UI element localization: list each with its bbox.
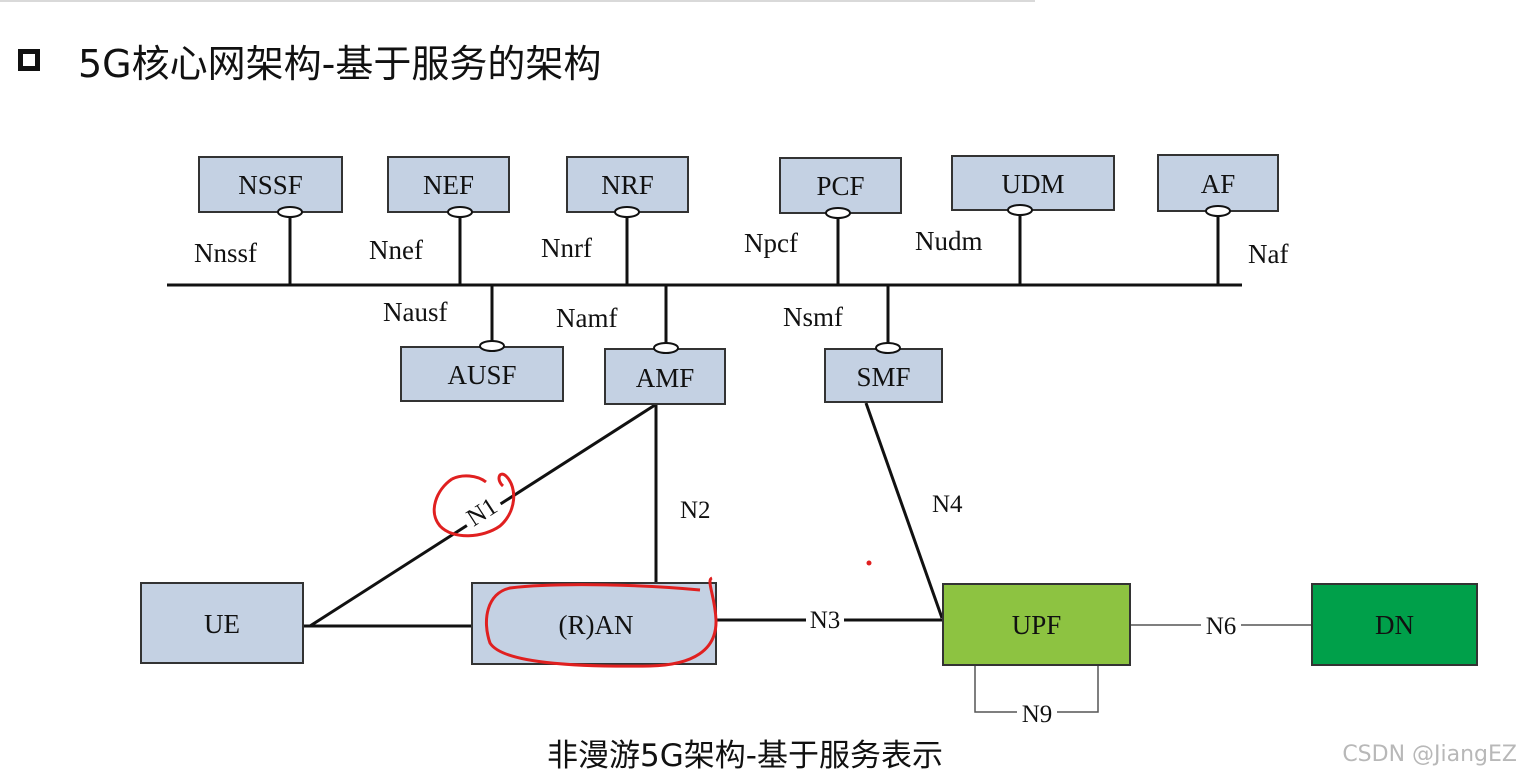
ran-label: (R)AN [559,610,634,640]
smf-box [824,348,943,403]
smf-port [875,342,901,354]
ran-box [471,582,717,665]
amf-box [604,348,726,405]
ue-label: UE [204,609,240,639]
dn-box [1311,583,1478,666]
naf-label: Naf [1248,239,1288,269]
n2-label: N2 [680,497,711,524]
n1-highlight-circle [432,472,516,538]
nausf-label: Nausf [383,297,447,327]
nnssf-label: Nnssf [194,238,257,268]
nssf-port [277,206,303,218]
n1-label-bg [457,488,507,536]
dn-label: DN [1375,610,1414,640]
n3-label-bg [806,604,844,634]
nef-box [387,156,510,213]
nnef-label: Nnef [369,235,423,265]
nrf-port [614,206,640,218]
title-row: 5G核心网架构-基于服务的架构 [18,30,601,90]
nsmf-label: Nsmf [783,302,843,332]
af-port [1205,205,1231,217]
pcf-port [825,207,851,219]
n4-label: N4 [932,491,963,518]
n4-link [864,402,944,619]
nssf-label: NSSF [238,170,303,200]
red-dot-mark [866,560,872,566]
nudm-label: Nudm [915,226,983,256]
amf-label: AMF [636,363,695,393]
upf-box [942,583,1131,666]
smf-label: SMF [856,362,910,392]
amf-port [653,342,679,354]
nnrf-label: Nnrf [541,233,592,263]
udm-box [951,155,1115,211]
ran-highlight-circle [485,576,718,668]
square-bullet-icon [18,49,40,71]
ue-box [140,582,304,664]
nef-label: NEF [423,170,474,200]
udm-label: UDM [1001,169,1064,199]
npcf-label: Npcf [744,228,798,258]
diagram-caption: 非漫游5G架构-基于服务表示 [547,738,943,774]
n6-label: N6 [1206,613,1237,640]
udm-port [1007,204,1033,216]
upf-label: UPF [1012,610,1062,640]
watermark: CSDN @JiangEZ [1342,742,1517,767]
n6-label-bg [1201,610,1241,640]
af-label: AF [1201,169,1236,199]
ausf-port [479,340,505,352]
top-divider [0,0,1035,2]
n9-label: N9 [1022,701,1053,728]
n3-label: N3 [810,607,841,634]
ausf-label: AUSF [447,360,516,390]
nrf-label: NRF [601,170,654,200]
page-title: 5G核心网架构-基于服务的架构 [78,41,602,86]
pcf-label: PCF [816,171,864,201]
n9-label-bg [1017,697,1057,729]
nssf-box [198,156,343,213]
namf-label: Namf [556,303,617,333]
nef-port [447,206,473,218]
